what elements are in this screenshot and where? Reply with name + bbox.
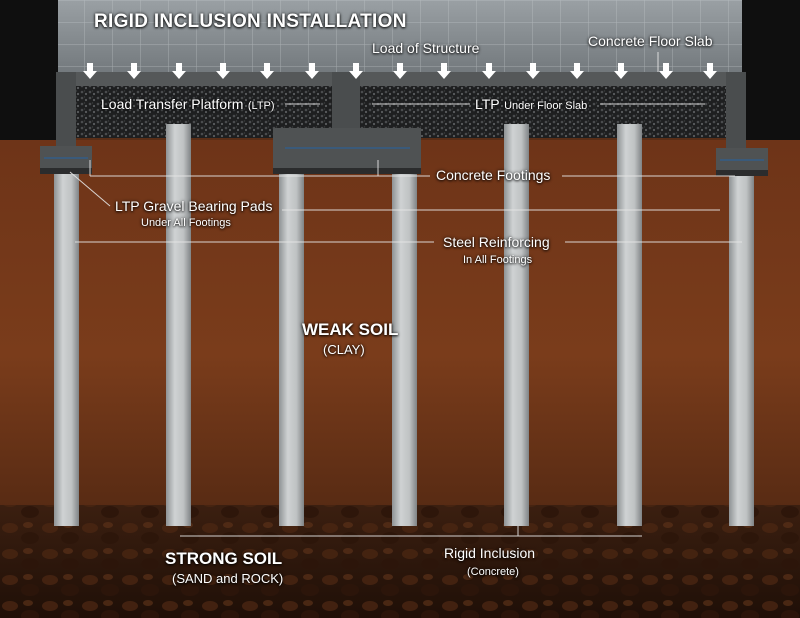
rigid-inclusion-label: Rigid Inclusion [444, 545, 535, 561]
rigid-inclusion-column-2 [166, 124, 191, 526]
rigid-inclusion-column-1 [54, 174, 79, 526]
concrete-floor-slab-label: Concrete Floor Slab [588, 33, 713, 49]
ltp-under-slab-label: LTP Under Floor Slab [475, 96, 587, 114]
ltp-label-main: Load Transfer Platform [101, 96, 243, 112]
rigid-inclusion-column-7 [729, 176, 754, 526]
rigid-inclusion-sublabel: (Concrete) [467, 566, 519, 578]
rigid-inclusion-column-3 [279, 174, 304, 526]
strong-soil-label: STRONG SOIL [165, 549, 282, 569]
strong-soil-sublabel: (SAND and ROCK) [172, 571, 283, 586]
steel-reinforcing-sublabel: In All Footings [463, 254, 532, 266]
ltp-under-slab-main: LTP [475, 96, 500, 112]
rigid-inclusion-column-4 [392, 174, 417, 526]
gravel-pads-sublabel: Under All Footings [141, 217, 231, 229]
rigid-inclusion-column-6 [617, 124, 642, 526]
ltp-label: Load Transfer Platform (LTP) [101, 96, 275, 114]
weak-soil-label: WEAK SOIL [302, 320, 398, 340]
steel-reinforcing-label: Steel Reinforcing [443, 234, 550, 250]
load-of-structure-label: Load of Structure [372, 40, 479, 56]
rigid-inclusion-column-5 [504, 124, 529, 526]
weak-soil-sublabel: (CLAY) [323, 342, 365, 357]
gravel-pads-label: LTP Gravel Bearing Pads [115, 198, 272, 214]
ltp-label-abbrev: (LTP) [248, 100, 275, 112]
diagram-title: RIGID INCLUSION INSTALLATION [94, 11, 407, 33]
concrete-footings-label: Concrete Footings [436, 167, 550, 183]
ltp-under-slab-sub: Under Floor Slab [504, 100, 587, 112]
